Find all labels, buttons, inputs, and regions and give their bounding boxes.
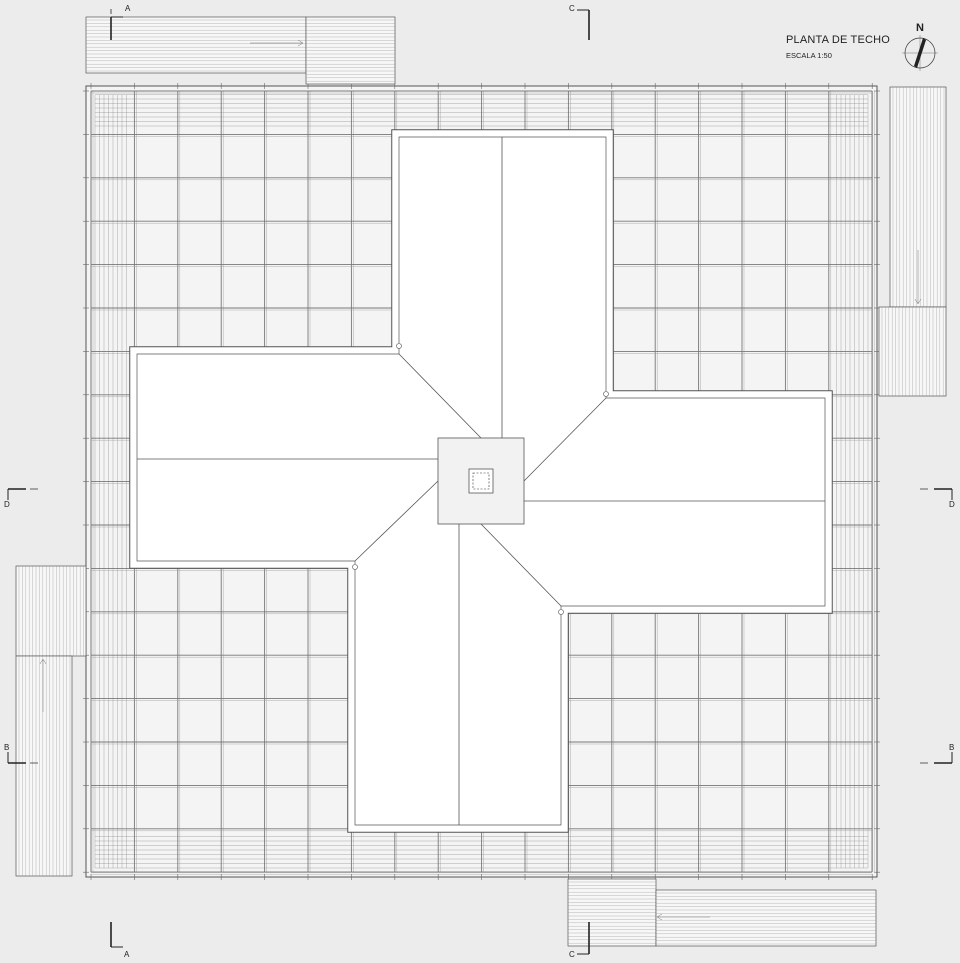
deck-west-south — [15, 655, 73, 877]
north-arrow-icon — [902, 35, 938, 71]
downspout — [603, 391, 609, 397]
valley-line — [398, 353, 482, 439]
section-label-a-top: A — [125, 4, 131, 13]
chimney-opening — [472, 472, 490, 490]
section-marks — [7, 9, 953, 955]
plan-scale: ESCALA 1:50 — [786, 51, 832, 60]
chimney — [468, 468, 494, 494]
arrow-head — [39, 658, 47, 665]
cross-shaped-roof — [129, 129, 833, 833]
arrow-head — [914, 298, 922, 305]
section-label-d-right: D — [949, 500, 955, 509]
section-label-c-bottom: C — [569, 950, 575, 959]
plan-title: PLANTA DE TECHO — [786, 34, 891, 46]
deck-south-east — [655, 889, 877, 947]
north-label: N — [916, 22, 924, 34]
valley-line — [354, 480, 439, 562]
arrow-head — [656, 913, 663, 921]
deck-platforms — [15, 16, 947, 947]
downspout — [352, 564, 358, 570]
deck-north-west — [85, 16, 307, 74]
valley-line — [480, 523, 562, 607]
section-label-c-top: C — [569, 4, 575, 13]
compass-needle — [914, 38, 926, 68]
section-label-b-right: B — [949, 743, 955, 752]
downspout — [396, 343, 402, 349]
section-label-a-bottom: A — [124, 950, 130, 959]
deck-west-south-end — [15, 565, 87, 657]
downspout — [558, 609, 564, 615]
section-label-b-left: B — [4, 743, 10, 752]
valley-line — [523, 397, 607, 482]
title-block: PLANTA DE TECHO ESCALA 1:50 — [786, 34, 890, 60]
section-label-d-left: D — [4, 500, 10, 509]
arrow-head — [297, 39, 304, 47]
